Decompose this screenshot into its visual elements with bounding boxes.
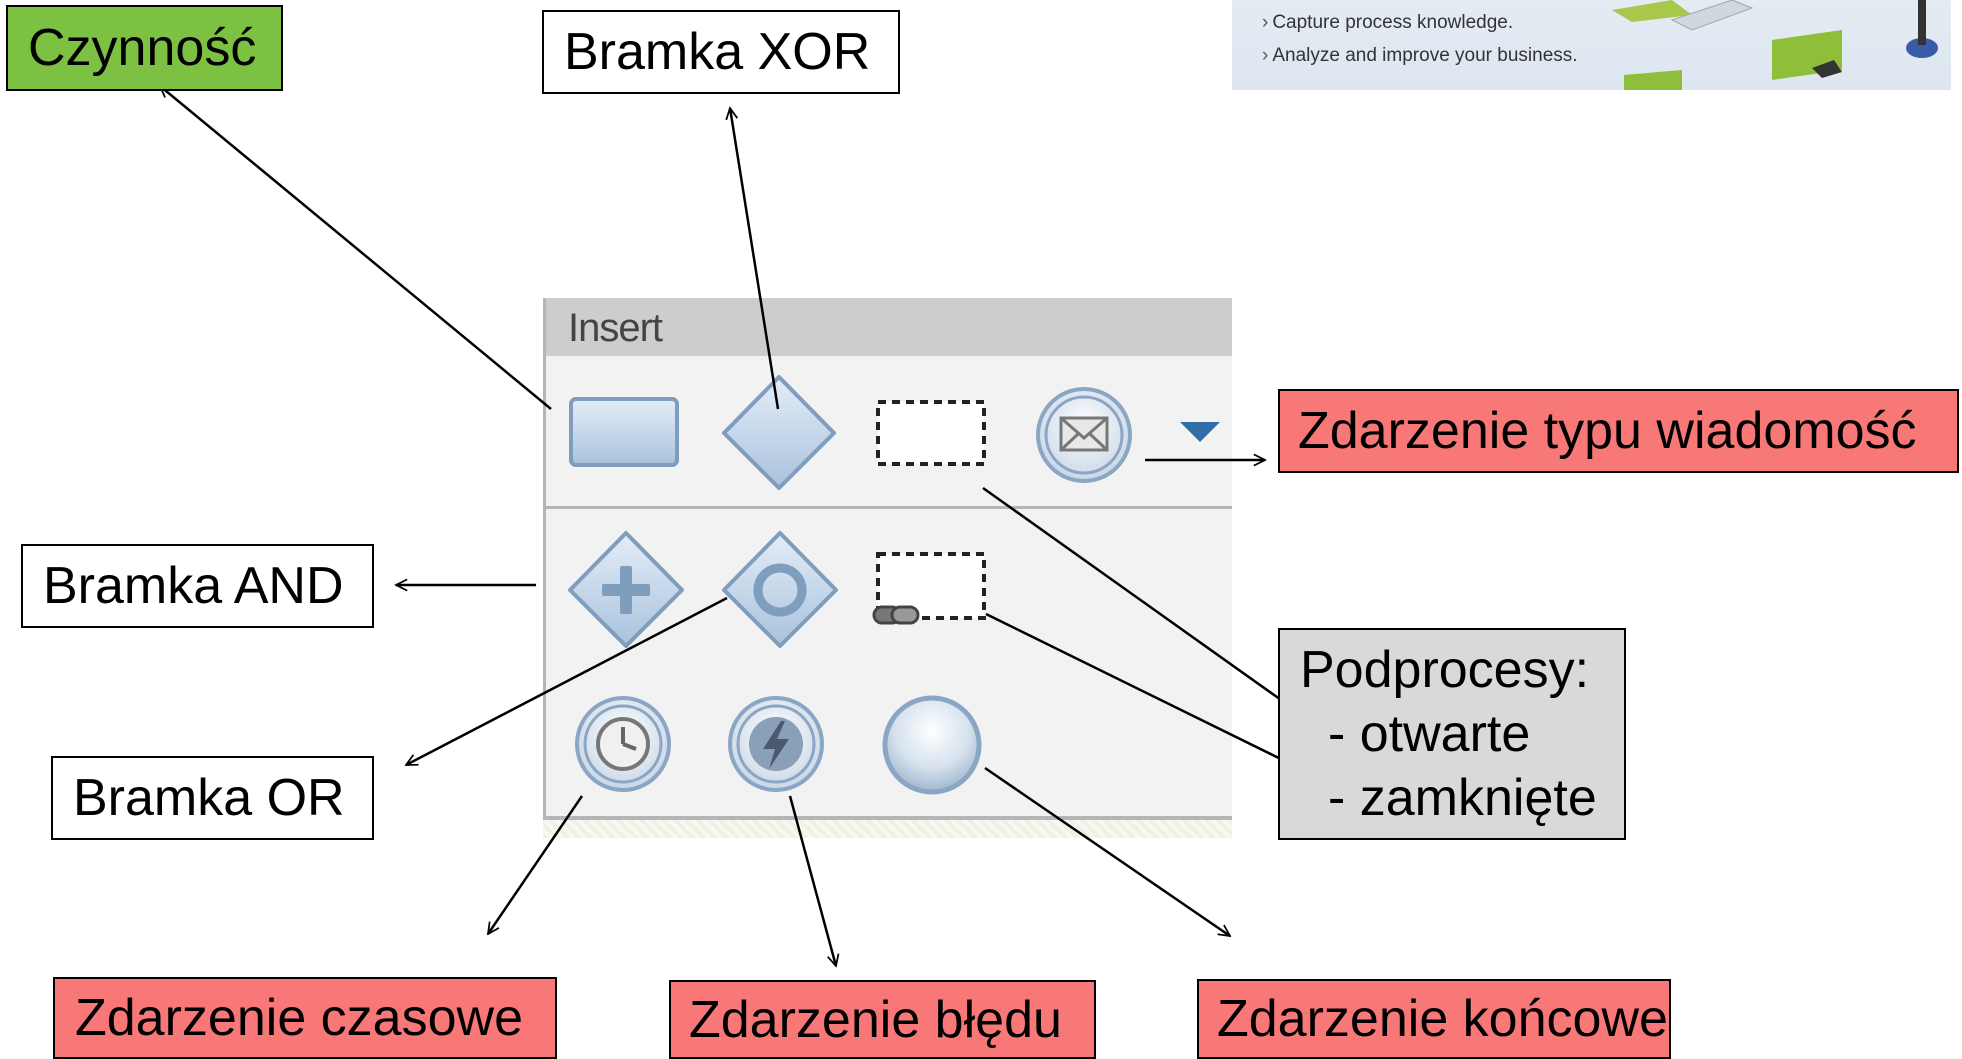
subprocess-closed-tool[interactable] [870,549,994,629]
lightning-icon [749,717,803,771]
and-gateway-tool[interactable] [564,528,688,652]
clock-icon [596,717,650,771]
label-zdarzenie-czasowe: Zdarzenie czasowe [53,977,557,1059]
arrow-subprocess-closed [985,612,1295,768]
palette-header: Insert [546,298,1232,356]
banner-line-analyze: ›Analyze and improve your business. [1262,45,1578,66]
subprocess-open-tool[interactable] [873,397,991,469]
chevron-right-icon: › [1262,12,1269,33]
label-bramka-or: Bramka OR [51,756,374,840]
plus-icon [602,566,650,614]
podprocesy-closed: - zamknięte [1328,769,1597,827]
circle-icon [753,563,807,617]
arrow-xor [730,108,780,410]
palette-divider [546,506,1232,509]
arrow-timer [488,795,584,934]
or-gateway-tool[interactable] [718,528,842,652]
dropdown-arrow-icon[interactable] [1178,418,1222,446]
arrow-activity [160,86,552,410]
label-zdarzenie-wiadomosc: Zdarzenie typu wiadomość [1278,389,1959,473]
podprocesy-title: Podprocesy: [1300,641,1590,699]
header-banner: ›Capture process knowledge. ›Analyze and… [1232,0,1951,90]
link-chain-icon [872,605,920,625]
palette-bottom-border [546,816,1232,820]
envelope-icon [1059,416,1109,452]
error-event-tool[interactable] [725,693,827,795]
arrow-subprocess-open [982,486,1298,712]
palette-footer-strip [543,820,1232,838]
message-event-tool[interactable] [1033,384,1135,486]
label-zdarzenie-bledu: Zdarzenie błędu [669,980,1096,1059]
palette-title: Insert [568,306,663,350]
label-czynnosc: Czynność [6,5,283,91]
activity-tool[interactable] [568,395,682,471]
banner-illustration [1612,0,1938,90]
label-zdarzenie-koncowe: Zdarzenie końcowe [1197,979,1671,1059]
label-bramka-xor: Bramka XOR [542,10,900,94]
label-bramka-and: Bramka AND [21,544,374,628]
arrow-error [788,795,836,966]
banner-line-capture: ›Capture process knowledge. [1262,12,1514,33]
chevron-right-icon: › [1262,45,1269,66]
arrow-end [984,766,1230,936]
arrow-or [406,596,728,767]
timer-event-tool[interactable] [572,693,674,795]
label-podprocesy: Podprocesy: - otwarte - zamknięte [1278,628,1626,840]
end-event-tool[interactable] [880,693,984,797]
xor-gateway-tool[interactable] [718,372,840,494]
podprocesy-open: - otwarte [1328,705,1531,763]
